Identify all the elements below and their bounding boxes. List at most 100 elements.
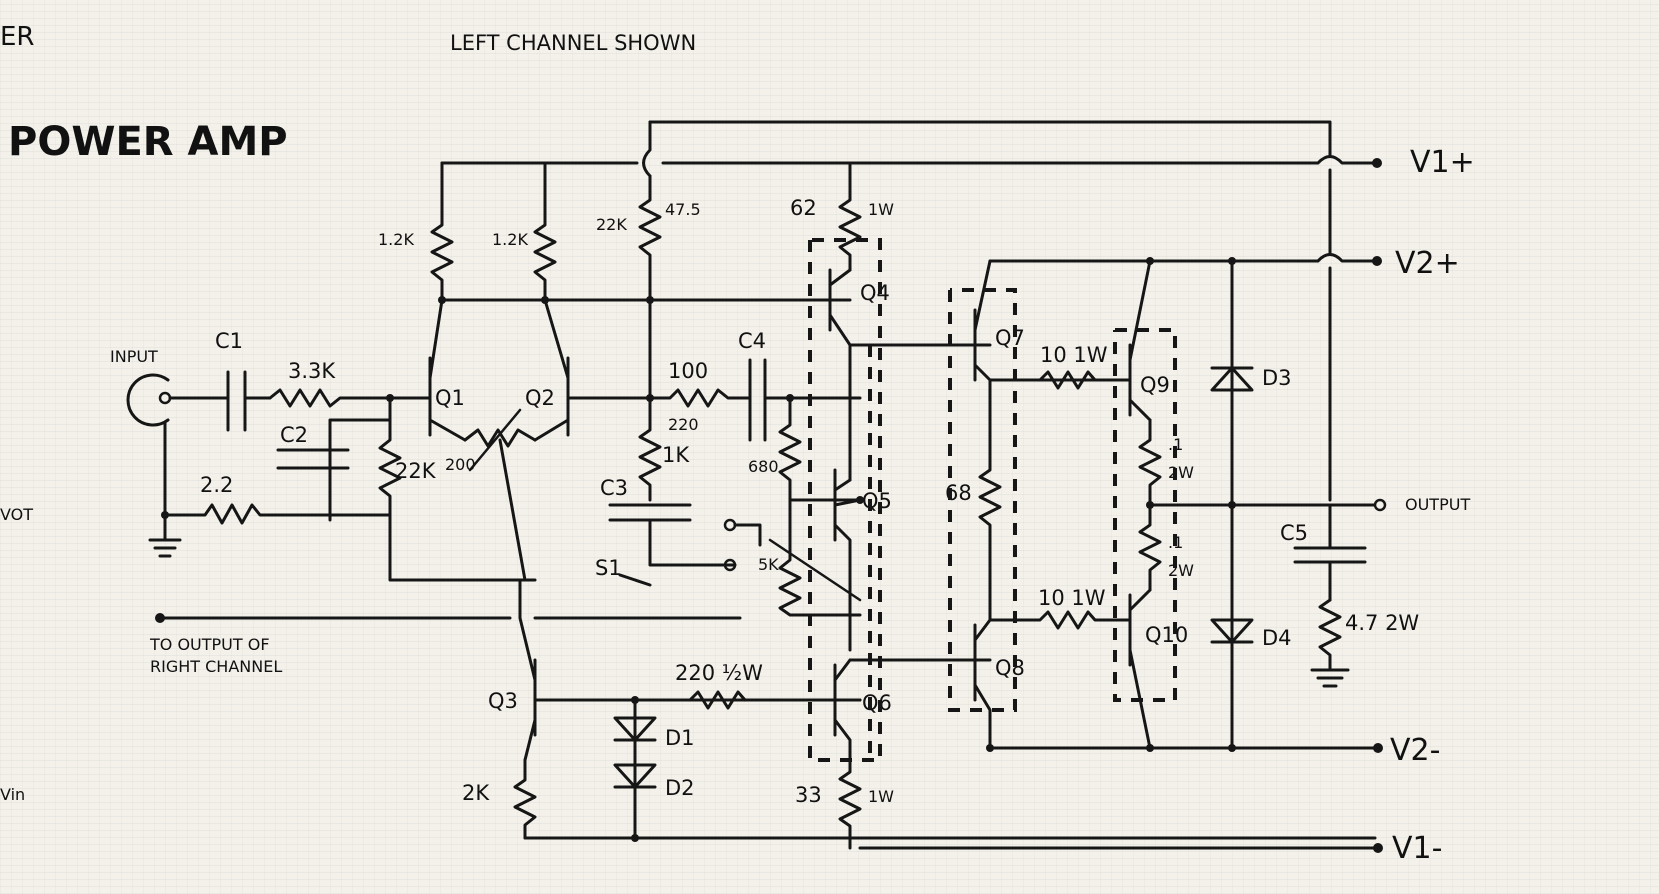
rail-v2-minus: V2- [988,733,1440,768]
svg-text:47.5: 47.5 [665,200,701,219]
svg-text:680: 680 [748,457,779,476]
svg-text:22K: 22K [395,459,437,483]
svg-text:C2: C2 [280,423,308,447]
capacitor-c1: C1 [215,329,272,432]
margin-note-b: Vin [0,785,25,804]
capacitor-c5: C5 [1280,503,1367,602]
v2-minus-label: V2- [1390,733,1440,768]
input-label: INPUT [110,347,158,366]
heatsink-dashed-left [808,238,882,762]
resistor-100: 100 220 [648,359,752,434]
svg-text:5K: 5K [758,555,779,574]
svg-text:22K: 22K [596,215,627,234]
switch-s1: S1 [595,518,762,587]
output-node: OUTPUT [1148,495,1470,514]
resistor-62-top: 62 1W [790,161,894,272]
svg-text:33: 33 [795,783,822,807]
resistor-22k-input: 22K [378,396,537,582]
svg-text:OUTPUT: OUTPUT [1405,495,1470,514]
svg-text:100: 100 [668,359,708,383]
diode-d2: D2 [613,763,695,800]
svg-text:1.2K: 1.2K [492,230,528,249]
page-title: POWER AMP [8,119,288,165]
svg-text:C3: C3 [600,476,628,500]
transistor-q7: Q7 [973,259,1102,382]
transistor-q2: Q2 [525,298,652,442]
rail-v2-plus: V2+ [988,168,1460,502]
capacitor-c2: C2 [276,418,392,522]
resistor-200-pot: 200 [445,408,537,582]
resistor-22k-top: 22K 47.5 [596,174,701,302]
svg-text:Q2: Q2 [525,386,555,410]
diode-d4: D4 [1210,618,1292,650]
resistor-680: 680 [748,396,862,502]
right-channel-label-2: RIGHT CHANNEL [150,657,282,676]
svg-text:Q3: Q3 [488,689,518,713]
svg-text:D2: D2 [665,776,695,800]
capacitor-c4: C4 [738,329,862,442]
transistor-q1: Q1 [388,298,467,442]
v1-minus-label: V1- [1392,831,1442,866]
resistor-01b: .1 2W [1138,503,1194,592]
svg-text:2W: 2W [1168,561,1194,580]
right-channel-label-1: TO OUTPUT OF [149,635,270,654]
transistor-q8: Q8 [973,618,1025,750]
resistor-68: 68 [945,378,1002,622]
resistor-01a: .1 2W [1138,418,1194,507]
svg-text:220 ½W: 220 ½W [675,661,763,685]
svg-text:Q5: Q5 [862,489,892,513]
svg-text:D3: D3 [1262,366,1292,390]
svg-text:Q1: Q1 [435,386,465,410]
svg-text:C4: C4 [738,329,766,353]
resistor-220-half: 220 ½W [675,661,763,710]
svg-text:Q6: Q6 [862,691,892,715]
diode-d1: D1 [613,698,695,840]
capacitor-c3: C3 [600,476,722,567]
resistor-1k: 1K [638,298,690,502]
heatsink-dashed-mid [948,288,1017,712]
rail-v1-minus: V1- [183,616,1442,866]
resistor-1k2-a: 1.2K [378,161,454,302]
pot-5k: 5K [758,498,862,617]
svg-text:Q7: Q7 [995,326,1025,350]
svg-text:Q9: Q9 [1140,373,1170,397]
svg-text:D1: D1 [665,726,695,750]
svg-text:3.3K: 3.3K [288,359,336,383]
resistor-47-2w: 4.7 2W [1310,598,1419,688]
svg-text:2K: 2K [462,781,490,805]
rail-v1-plus: V1+ [440,120,1475,180]
resistor-33: 33 1W [795,758,894,850]
transistor-q6: Q6 [833,658,992,762]
svg-text:C1: C1 [215,329,243,353]
diode-d3: D3 [1210,259,1292,750]
transistor-q5: Q5 [833,468,892,652]
svg-text:1K: 1K [662,443,690,467]
svg-text:200: 200 [445,455,476,474]
resistor-10-b: 10 1W [988,586,1132,630]
transistor-q10: Q10 [1128,588,1188,750]
heatsink-dashed-right [1113,328,1177,702]
corner-text: ER [0,22,35,52]
svg-text:S1: S1 [595,556,622,580]
svg-text:Q4: Q4 [860,281,890,305]
resistor-2m2: 2.2 [163,473,392,525]
transistor-q9: Q9 [1128,259,1170,422]
svg-text:D4: D4 [1262,626,1292,650]
junction-dots [386,257,1236,842]
svg-text:1.2K: 1.2K [378,230,414,249]
svg-text:10 1W: 10 1W [1038,586,1106,610]
margin-note-a: VOT [0,505,33,524]
input-jack: INPUT [110,347,230,558]
svg-text:220: 220 [668,415,699,434]
svg-text:1W: 1W [868,200,894,219]
resistor-3k3: 3.3K [268,359,392,408]
svg-text:62: 62 [790,196,817,220]
svg-text:2W: 2W [1168,463,1194,482]
svg-text:2.2: 2.2 [200,473,233,497]
svg-text:4.7 2W: 4.7 2W [1345,611,1419,635]
svg-text:1W: 1W [868,787,894,806]
svg-text:C5: C5 [1280,521,1308,545]
transistor-q3: Q3 [488,578,862,762]
